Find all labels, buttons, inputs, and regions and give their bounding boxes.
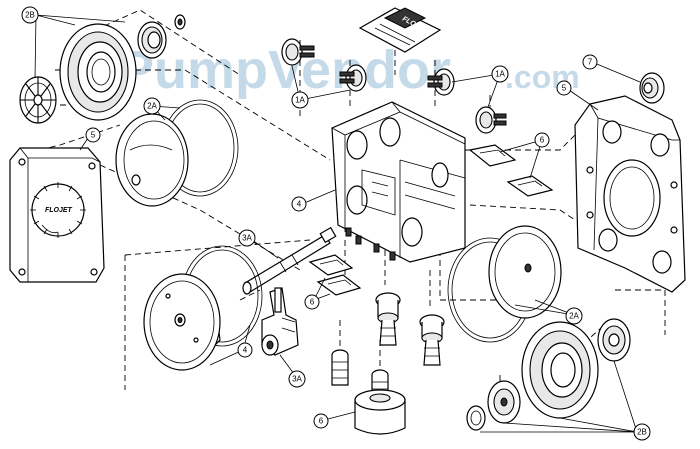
callout-6-bottom: 6 (313, 413, 329, 429)
retaining-clip-1 (468, 144, 517, 167)
bottom-cap-disc (597, 318, 631, 362)
barbed-fitting-3 (331, 349, 349, 386)
callout-label: 2B (637, 428, 647, 437)
label-card: FLOJET (358, 7, 442, 53)
callout-label: 6 (310, 298, 315, 307)
connecting-yoke (261, 287, 299, 356)
callout-6-mid: 6 (304, 294, 320, 310)
callout-2b-top: 2B (21, 6, 39, 24)
housing-ports (345, 227, 396, 261)
motor-end-cover: FLOJET (9, 147, 105, 283)
small-cap-disc (137, 21, 167, 59)
callout-label: 6 (540, 136, 545, 145)
fitting-base-cup (354, 389, 406, 435)
motor-face-assembly (143, 245, 263, 371)
callout-1a-right: 1A (491, 65, 509, 83)
diaphragm-left (115, 99, 239, 207)
check-valve-4 (475, 106, 507, 134)
callout-4-bottom: 4 (237, 342, 253, 358)
check-valve-2 (339, 64, 367, 92)
callout-5-right: 5 (556, 80, 572, 96)
retaining-clip-3 (308, 254, 354, 276)
diaphragm-right (447, 225, 562, 343)
bottom-small-ring (466, 405, 486, 431)
callouts: 2B 2A 5 1A 1A 7 5 6 (21, 6, 651, 441)
callout-label: 4 (243, 346, 248, 355)
check-valve-3 (427, 68, 455, 96)
cover-logo: FLOJET (45, 207, 73, 214)
barbed-fitting-2 (419, 314, 445, 366)
callout-label: 2A (569, 312, 579, 321)
leader-lines (34, 14, 641, 433)
pump-housing (331, 101, 466, 263)
callout-label: 1A (495, 70, 505, 79)
outer-cover-disc (59, 23, 137, 121)
drive-shaft (242, 226, 337, 295)
callout-label: 1A (295, 96, 305, 105)
callout-7: 7 (582, 54, 598, 70)
vent-slots (30, 182, 86, 238)
callout-label: 3A (242, 234, 252, 243)
callout-6-top: 6 (534, 132, 550, 148)
valve-cap (639, 72, 665, 104)
front-plate (574, 95, 686, 293)
callout-label: 2A (147, 102, 157, 111)
retaining-clip-4 (316, 274, 362, 296)
callout-2b-bottom: 2B (633, 423, 651, 441)
callout-1a-left: 1A (291, 91, 309, 109)
bottom-cover-disc (521, 321, 599, 419)
callout-label: 2B (25, 11, 35, 20)
callout-4-mid: 4 (291, 196, 307, 212)
bottom-washer (487, 380, 521, 424)
callout-5-left: 5 (85, 127, 101, 143)
callout-label: 3A (292, 375, 302, 384)
callout-label: 4 (297, 200, 302, 209)
callout-3a-bottom: 3A (288, 370, 306, 388)
callout-label: 7 (588, 58, 593, 67)
spoke-ring (19, 76, 57, 124)
callout-3a-top: 3A (238, 229, 256, 247)
callout-label: 6 (319, 417, 324, 426)
small-fastener (174, 14, 186, 30)
callout-label: 5 (91, 131, 96, 140)
callout-2a-left: 2A (143, 97, 161, 115)
check-valve-1 (281, 38, 315, 66)
callout-2a-right: 2A (565, 307, 583, 325)
barbed-fitting-1 (375, 292, 401, 346)
retaining-clip-2 (506, 175, 554, 197)
callout-label: 5 (562, 84, 567, 93)
